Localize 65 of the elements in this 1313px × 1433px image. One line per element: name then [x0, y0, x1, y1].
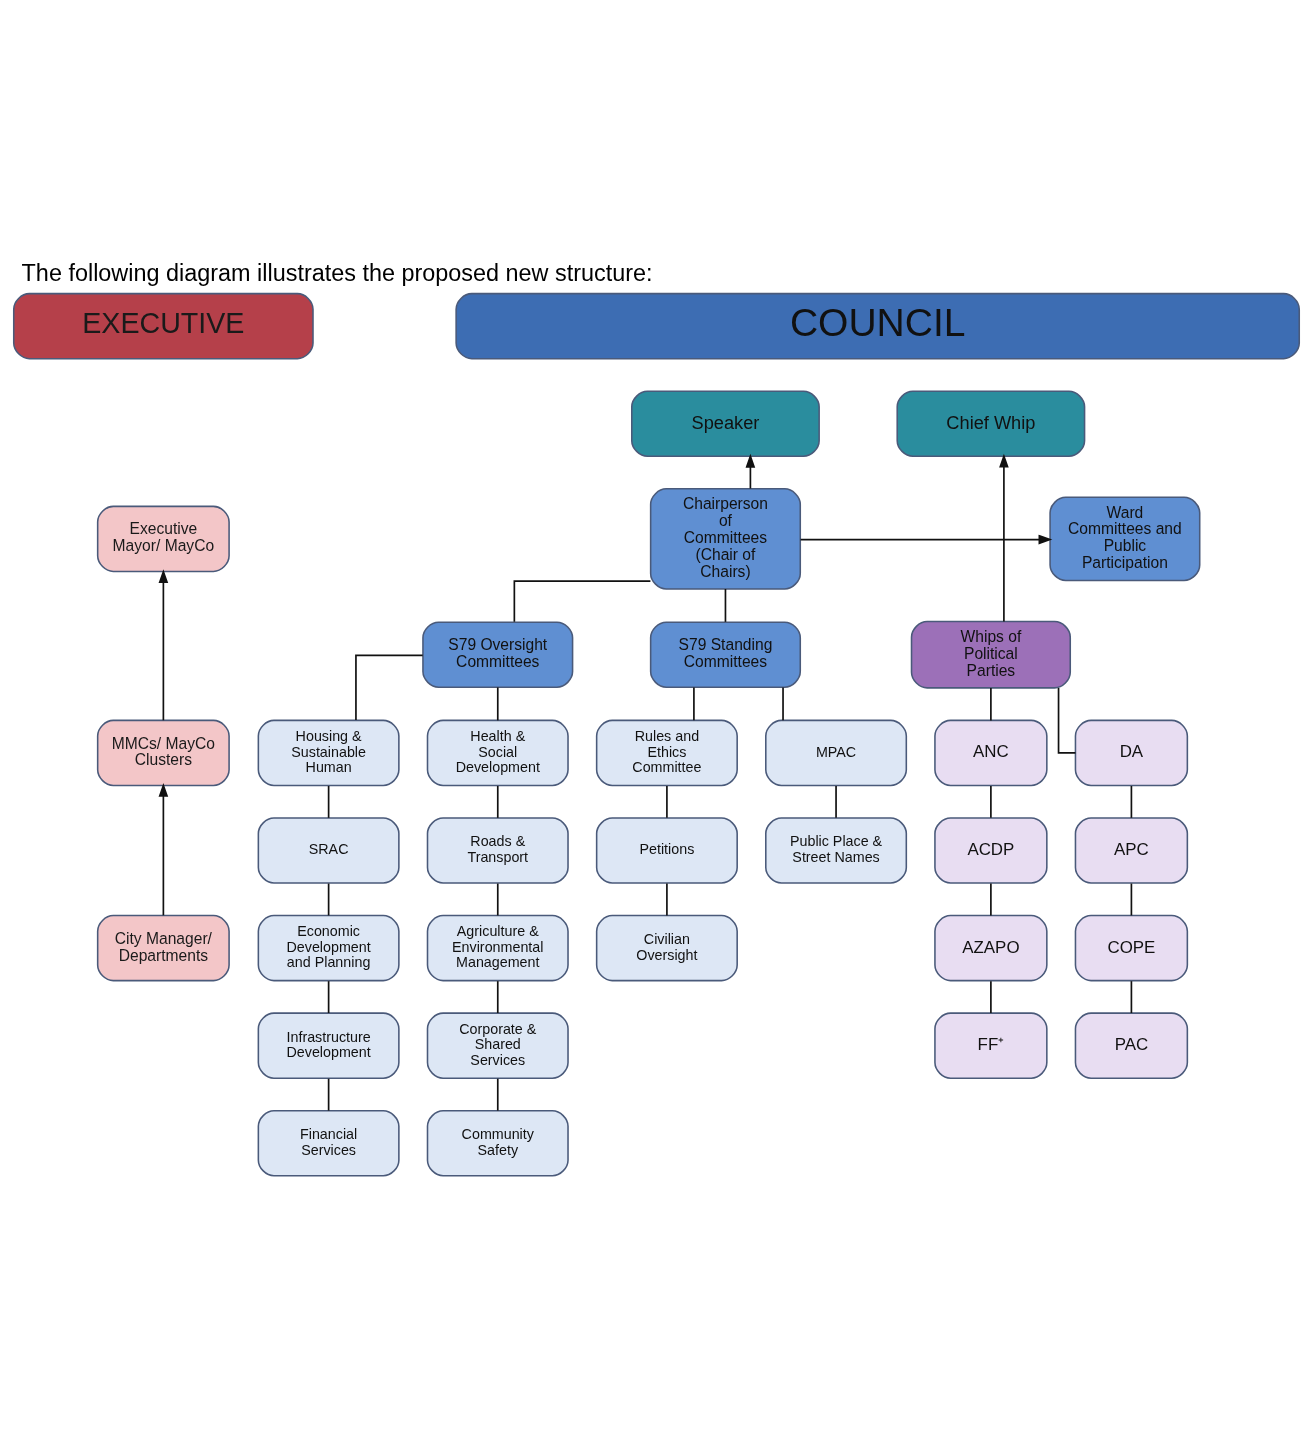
- connector: [496, 785, 499, 819]
- diagram-title: The following diagram illustrates the proposed new structure:: [21, 260, 653, 287]
- node-box: FF⁺: [934, 1012, 1048, 1079]
- node-box: Infrastructure Development: [257, 1012, 400, 1079]
- connector: [327, 785, 330, 819]
- connector: [355, 654, 424, 721]
- node-box: ANC: [934, 719, 1048, 787]
- node-box: AZAPO: [934, 914, 1048, 982]
- node-box: PAC: [1074, 1012, 1189, 1079]
- arrow: [745, 453, 756, 490]
- node-box: SRAC: [257, 817, 400, 884]
- connector: [666, 785, 668, 819]
- connector: [496, 1077, 499, 1112]
- node-box: Rules and Ethics Committee: [595, 719, 738, 787]
- node-box: DA: [1074, 719, 1189, 787]
- node-box: Community Safety: [426, 1109, 569, 1177]
- node-box: City Manager/ Departments: [96, 914, 230, 982]
- node-box: Health & Social Development: [426, 719, 569, 787]
- connector: [990, 882, 992, 917]
- arrow: [999, 453, 1009, 623]
- node-box: Petitions: [595, 817, 738, 884]
- node-box: MPAC: [765, 719, 908, 787]
- connector: [835, 785, 837, 819]
- node-box: COPE: [1074, 914, 1189, 982]
- connector: [1130, 882, 1133, 917]
- node-box: Roads & Transport: [426, 817, 569, 884]
- node-box: Chief Whip: [896, 390, 1086, 458]
- connector: [666, 882, 668, 917]
- node-box: Economic Development and Planning: [257, 914, 400, 982]
- node-box: S79 Oversight Committees: [422, 621, 574, 688]
- node-box: Chairperson of Committees (Chair of Chairs): [649, 488, 802, 590]
- node-box: ACDP: [934, 817, 1048, 884]
- node-box: Agriculture & Environmental Management: [426, 914, 569, 982]
- node-box: Speaker: [631, 390, 820, 458]
- node-box: Whips of Political Parties: [910, 620, 1072, 689]
- connector: [990, 687, 992, 722]
- connector: [1130, 785, 1133, 819]
- connector: [496, 980, 499, 1014]
- node-box: COUNCIL: [455, 292, 1301, 360]
- connector: [724, 588, 727, 623]
- connector: [496, 686, 499, 722]
- node-box: Housing & Sustainable Human: [257, 719, 400, 787]
- arrow: [158, 783, 169, 917]
- connector: [782, 686, 784, 722]
- connector: [693, 686, 695, 722]
- connector: [1130, 980, 1133, 1014]
- node-box: Public Place & Street Names: [765, 817, 908, 884]
- connector: [513, 580, 652, 623]
- node-box: Executive Mayor/ MayCo: [96, 505, 230, 573]
- node-box: Corporate & Shared Services: [426, 1012, 569, 1079]
- arrow: [799, 534, 1053, 545]
- node-box: EXECUTIVE: [12, 292, 314, 360]
- node-box: Civilian Oversight: [595, 914, 738, 982]
- node-box: MMCs/ MayCo Clusters: [96, 719, 230, 787]
- connector: [327, 882, 330, 917]
- connector: [327, 1077, 330, 1112]
- node-box: APC: [1074, 817, 1189, 884]
- connector: [496, 882, 499, 917]
- connector: [990, 785, 992, 819]
- arrow: [158, 569, 169, 722]
- connector: [327, 980, 330, 1014]
- connector: [990, 980, 992, 1014]
- node-box: S79 Standing Committees: [649, 621, 802, 688]
- node-box: Ward Committees and Public Participation: [1049, 496, 1201, 582]
- node-box: Financial Services: [257, 1109, 400, 1177]
